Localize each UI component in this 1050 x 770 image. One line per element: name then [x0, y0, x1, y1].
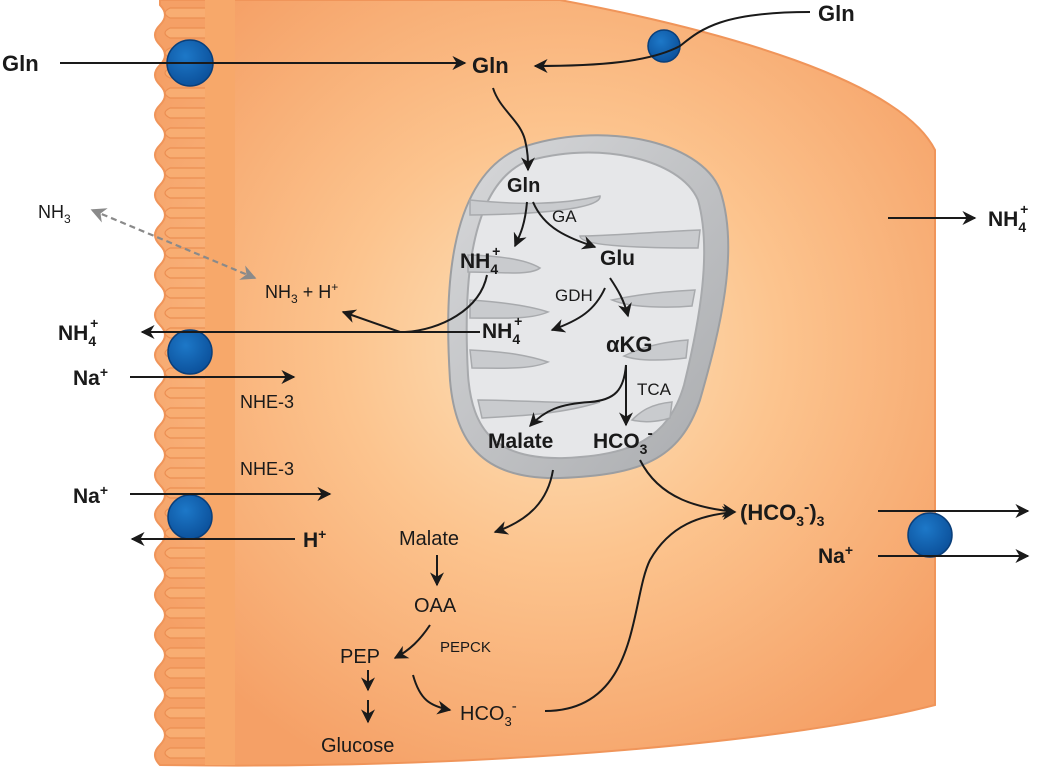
label-h: H+: [303, 526, 326, 552]
label-na-2: Na+: [73, 482, 108, 508]
label-nh3-lumen: NH3: [38, 202, 71, 226]
label-pepck: PEPCK: [440, 639, 491, 656]
label-pep: PEP: [340, 646, 380, 668]
label-nhe3-1: NHE-3: [240, 392, 294, 412]
label-hco3-mito: HCO3-: [593, 425, 653, 457]
label-hco3-cyto: HCO3-: [460, 698, 517, 729]
label-gln-blood: Gln: [818, 1, 855, 26]
label-gln-cytosol: Gln: [472, 53, 509, 78]
label-glu: Glu: [600, 247, 635, 270]
label-nh4-lumen: NH4+: [58, 315, 98, 349]
labels: Gln Gln Gln Gln GA NH4+ Glu GDH NH4+ αKG…: [2, 1, 1028, 757]
label-hco3-basolateral: (HCO3-)3: [740, 499, 825, 529]
nbce1-transporter: [907, 512, 953, 558]
label-akg: αKG: [606, 332, 653, 357]
label-nh4-mito-1: NH4+: [460, 243, 500, 277]
nh4-transporter: [167, 329, 213, 375]
label-nh4-mito-2: NH4+: [482, 313, 522, 347]
label-oaa: OAA: [414, 595, 457, 617]
label-gln-lumen: Gln: [2, 51, 39, 76]
label-malate-cyto: Malate: [399, 528, 459, 550]
label-tca: TCA: [637, 380, 672, 399]
label-nhe3-2: NHE-3: [240, 459, 294, 479]
nhe3-transporter: [167, 494, 213, 540]
label-nh4-basolateral: NH4+: [988, 201, 1028, 235]
label-nh3-h: NH3 + H+: [265, 280, 338, 306]
label-na-1: Na+: [73, 364, 108, 390]
label-glucose: Glucose: [321, 735, 394, 757]
mitochondrion: [447, 134, 730, 480]
label-gdh: GDH: [555, 286, 593, 305]
label-na-basolateral: Na+: [818, 542, 853, 568]
label-ga: GA: [552, 207, 577, 226]
label-gln-mito: Gln: [507, 175, 540, 197]
apical-cytoplasm: [205, 0, 235, 765]
label-malate-mito: Malate: [488, 430, 553, 453]
gln-transporter-basolateral: [647, 29, 681, 63]
arrows: [60, 11, 1030, 724]
